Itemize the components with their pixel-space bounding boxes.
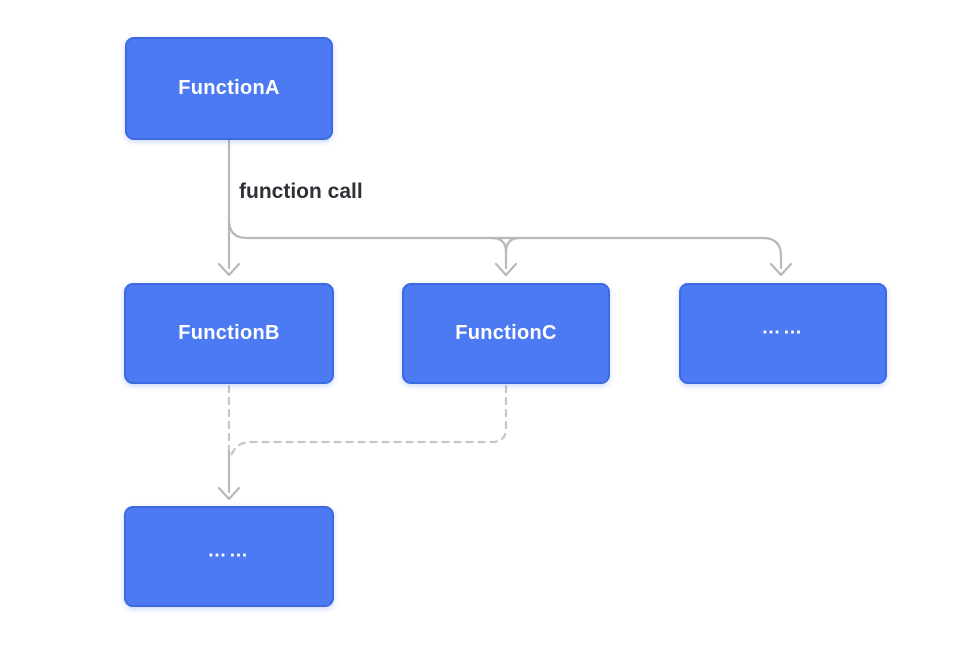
edge-c-to-e-dashed-line bbox=[229, 384, 508, 458]
edge-a-to-b-arrowhead-icon bbox=[217, 262, 241, 277]
node-more-callees: …… bbox=[679, 283, 887, 384]
node-function-b: FunctionB bbox=[124, 283, 334, 384]
edge-merge-to-e-arrowhead-icon bbox=[217, 486, 241, 501]
node-function-c: FunctionC bbox=[402, 283, 610, 384]
node-function-b-label: FunctionB bbox=[178, 322, 280, 344]
node-function-c-label: FunctionC bbox=[455, 322, 557, 344]
edge-a-to-c-line bbox=[490, 236, 522, 270]
edge-label-function-call: function call bbox=[239, 180, 363, 203]
node-more-callees-label: …… bbox=[761, 316, 805, 338]
node-function-a-label: FunctionA bbox=[178, 77, 280, 99]
node-function-a: FunctionA bbox=[125, 37, 333, 140]
node-more-nested-calls: …… bbox=[124, 506, 334, 607]
edge-a-branch-rail-line bbox=[227, 218, 783, 270]
node-more-nested-calls-label: …… bbox=[207, 539, 251, 561]
edge-a-to-c-arrowhead-icon bbox=[494, 262, 518, 277]
edge-a-to-d-arrowhead-icon bbox=[769, 262, 793, 277]
